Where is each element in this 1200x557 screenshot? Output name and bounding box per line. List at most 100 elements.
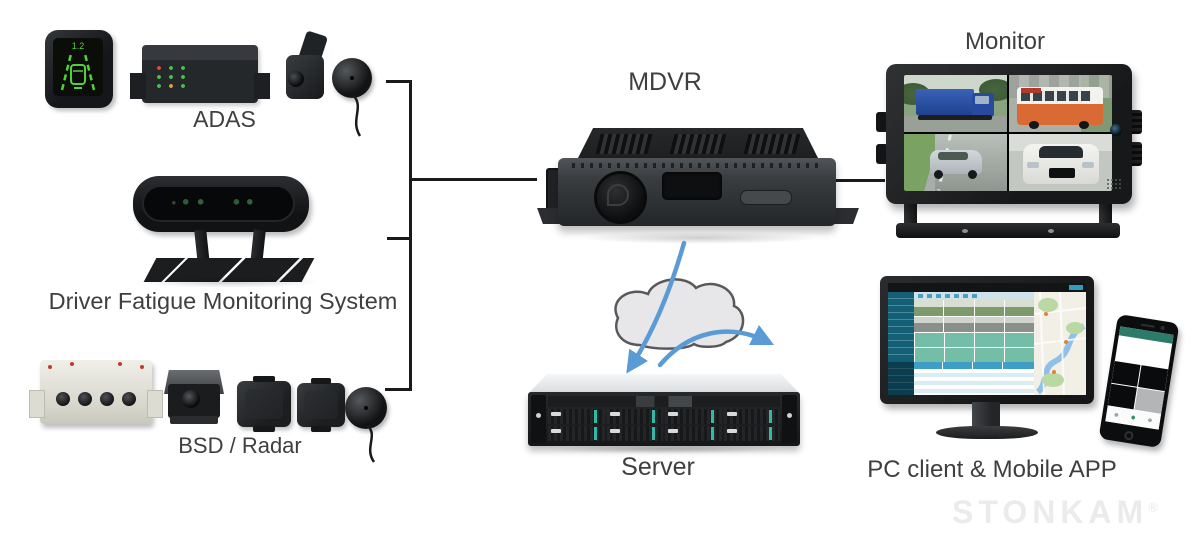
radar-clip (311, 426, 331, 432)
adas-distance-value: 1.2 (72, 41, 85, 51)
camera-view-bus (1009, 75, 1112, 132)
bus-destination-sign (1021, 88, 1041, 93)
drive-bay (723, 409, 780, 424)
bsd-control-box (29, 360, 163, 424)
cloud-icon (614, 278, 745, 350)
cms-device-tree-sidebar (888, 292, 914, 395)
bsd-speaker (345, 387, 387, 429)
radar-clip (253, 426, 275, 432)
bus-wheel (1029, 121, 1039, 129)
cms-thumb (914, 316, 944, 332)
mdvr-shadow (580, 232, 820, 244)
monitor-label: Monitor (964, 28, 1046, 55)
truck-trailer (916, 89, 974, 115)
cms-thumb (1004, 316, 1034, 332)
bsd-connector-3 (100, 392, 114, 406)
mdvr-vent-icon (669, 134, 727, 154)
bsd-camera-lens-icon (182, 390, 200, 408)
connector-to-mdvr-line (409, 178, 537, 181)
truck-window (975, 96, 989, 104)
bsd-connector-4 (122, 392, 136, 406)
cms-toolbar (914, 292, 1034, 300)
car-wheel (968, 170, 977, 179)
server-top-panel (528, 374, 800, 394)
cms-thumb (914, 300, 944, 316)
cms-thumb (1004, 300, 1034, 316)
radar-plate (303, 390, 339, 420)
cms-software-screen (888, 283, 1086, 395)
monitor-left-knob (876, 112, 888, 132)
camera-view-car (904, 134, 1007, 191)
radar-plate (244, 389, 284, 419)
smartphone (1098, 313, 1180, 449)
monitor-stand-hole (962, 229, 968, 233)
connector-bsd-stub (385, 388, 412, 391)
client-label: PC client & Mobile APP (867, 456, 1117, 483)
car-glass (938, 152, 968, 160)
drive-bay (723, 426, 780, 441)
bsd-screw-icon (140, 365, 144, 369)
arrow-to-client-icon (657, 324, 775, 368)
monitor-stand-bar (896, 223, 1120, 238)
server-control-strip (548, 396, 780, 407)
connector-dfms-stub (387, 237, 412, 240)
sportscar-headlight (1027, 162, 1039, 168)
car-wheel (934, 170, 943, 179)
mdvr-label: MDVR (628, 68, 702, 96)
monitor-quad-screen (904, 75, 1112, 191)
sportscar-grille (1049, 168, 1075, 178)
cms-empty-video-grid (914, 332, 1034, 362)
mdvr-top-lid (576, 128, 820, 162)
radar-clip (311, 378, 331, 384)
map-park (1042, 373, 1064, 387)
mdvr-vent-icon (595, 134, 653, 154)
cms-table-header (914, 362, 1034, 369)
drive-bay (548, 409, 605, 424)
stonkam-watermark: STONKAM® (952, 494, 1158, 531)
cms-map-panel (1033, 291, 1086, 395)
dfms-label: Driver Fatigue Monitoring System (48, 288, 398, 314)
bus-wheel (1079, 121, 1089, 129)
server-drive-bays (548, 409, 780, 441)
adas-box-led-indicators (156, 65, 190, 91)
connector-vertical-line (409, 80, 412, 391)
phone-camera-icon (1160, 325, 1165, 331)
cms-thumb (944, 300, 974, 316)
bsd-connector-2 (78, 392, 92, 406)
radar-sensor-1 (237, 376, 291, 432)
dfms-camera-face (142, 185, 295, 222)
adas-box-right-flange (254, 73, 270, 99)
pc-monitor (880, 276, 1094, 404)
monitor-speaker-holes-icon (1106, 178, 1122, 190)
monitor-ir-sensor-icon (1110, 124, 1122, 136)
bsd-screw-icon (70, 362, 74, 366)
adas-camera (286, 30, 329, 103)
monitor-stand (896, 196, 1120, 238)
sportscar-windshield (1039, 146, 1083, 158)
app-grid-cell (1111, 360, 1141, 387)
phone-home-button (1123, 430, 1134, 441)
adas-speaker (332, 58, 372, 98)
server-right-handle (782, 395, 797, 443)
server-shadow (545, 444, 785, 454)
map-park (1038, 298, 1058, 312)
bsd-screw-icon (118, 362, 122, 366)
pc-monitor-neck (972, 402, 1000, 428)
registered-mark: ® (1148, 499, 1158, 515)
bsd-box-right-wing (147, 390, 163, 418)
drive-bay (606, 409, 663, 424)
cms-table-rows (914, 369, 1034, 395)
adas-lane-graphic: 1.2 (60, 41, 96, 91)
adas-box-left-flange (130, 73, 146, 99)
connector-mdvr-monitor-line (828, 179, 885, 182)
radar-sensor-2 (297, 378, 345, 432)
cloud-and-arrows (614, 240, 775, 374)
cms-thumb (974, 316, 1004, 332)
mdvr-front-panel-window (662, 172, 722, 200)
map-poi (1044, 312, 1048, 316)
watermark-text: STONKAM (952, 494, 1149, 530)
bus-windows (1021, 91, 1091, 101)
cms-video-thumbnails (914, 300, 1034, 332)
server-left-handle (531, 395, 546, 443)
phone-earpiece-icon (1140, 323, 1155, 328)
